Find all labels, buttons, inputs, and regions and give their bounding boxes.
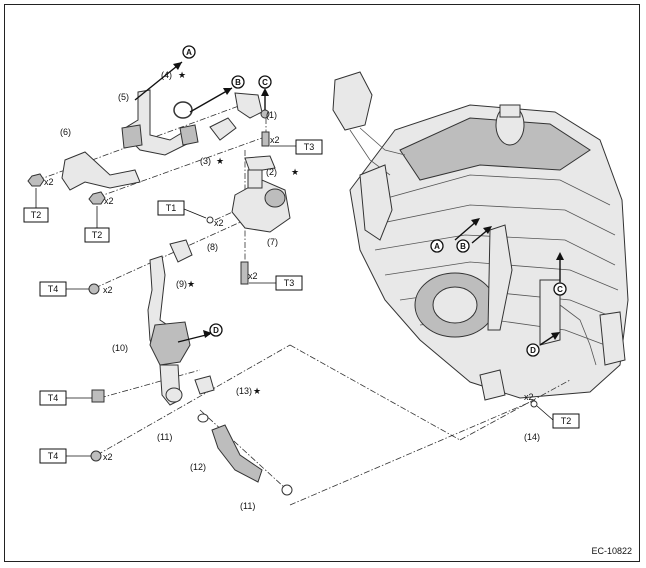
nut-t2-left bbox=[27, 173, 45, 187]
callout-C-engine: C bbox=[553, 282, 567, 296]
torque-T4-lower: T4 bbox=[39, 448, 91, 464]
torque-T3-upper: T3 bbox=[270, 139, 323, 155]
washer-8 bbox=[206, 216, 214, 224]
nut-t4-lower bbox=[90, 450, 102, 462]
star-3: ★ bbox=[216, 156, 224, 166]
svg-text:B: B bbox=[235, 78, 241, 87]
svg-text:x2: x2 bbox=[104, 196, 114, 206]
bolt-t3-upper bbox=[261, 131, 270, 147]
svg-text:x2: x2 bbox=[248, 271, 258, 281]
torque-T2-right: T2 bbox=[536, 405, 580, 429]
callout-B: B bbox=[231, 75, 245, 89]
star-9: ★ bbox=[187, 279, 195, 289]
label-11b: (11) bbox=[240, 501, 255, 511]
engine-assembly bbox=[332, 71, 629, 401]
callout-B-engine: B bbox=[456, 239, 470, 253]
star-4: ★ bbox=[178, 70, 186, 80]
clamp-11b bbox=[281, 484, 293, 496]
hose-12 bbox=[211, 424, 263, 483]
callout-arrows bbox=[134, 61, 564, 346]
svg-text:C: C bbox=[262, 78, 268, 87]
callout-D: D bbox=[209, 323, 223, 337]
label-4: (4) bbox=[161, 70, 172, 80]
nut-t2-mid bbox=[88, 191, 106, 205]
label-10: (10) bbox=[112, 343, 128, 353]
svg-text:x2: x2 bbox=[524, 392, 534, 402]
label-2: (2) bbox=[266, 167, 277, 177]
fasteners bbox=[27, 131, 270, 462]
label-6: (6) bbox=[60, 127, 71, 137]
svg-text:x2: x2 bbox=[214, 218, 224, 228]
star-2: ★ bbox=[291, 167, 299, 177]
egr-pipe-6 bbox=[61, 151, 141, 191]
svg-text:T2: T2 bbox=[92, 230, 103, 240]
svg-text:T4: T4 bbox=[48, 284, 59, 294]
label-12: (12) bbox=[190, 462, 206, 472]
label-9: (9) bbox=[176, 279, 187, 289]
svg-text:T1: T1 bbox=[166, 203, 177, 213]
gasket-13 bbox=[194, 375, 215, 395]
callout-A-engine: A bbox=[430, 239, 444, 253]
nut-t4-upper bbox=[88, 283, 100, 295]
label-1: (1) bbox=[266, 110, 277, 120]
star-13: ★ bbox=[253, 386, 261, 396]
callout-C: C bbox=[258, 75, 272, 89]
label-14: (14) bbox=[524, 432, 540, 442]
svg-text:A: A bbox=[434, 242, 440, 251]
svg-text:x2: x2 bbox=[103, 452, 113, 462]
egr-fitting-1 bbox=[234, 92, 263, 119]
svg-text:T3: T3 bbox=[284, 278, 295, 288]
label-13: (13) bbox=[236, 386, 252, 396]
egr-valve-top bbox=[247, 169, 263, 189]
torque-T2-mid: T2 bbox=[84, 206, 110, 243]
torque-T1: T1 bbox=[157, 200, 207, 219]
svg-text:T4: T4 bbox=[48, 451, 59, 461]
quantity-labels: x2 x2 x2 x2 x2 x2 x2 x2 bbox=[44, 135, 534, 462]
svg-text:B: B bbox=[460, 242, 466, 251]
label-7: (7) bbox=[267, 237, 278, 247]
svg-text:T2: T2 bbox=[561, 416, 572, 426]
bolt-t3-lower bbox=[240, 261, 249, 285]
torque-T3-lower: T3 bbox=[249, 275, 303, 291]
label-3: (3) bbox=[200, 156, 211, 166]
gasket-2 bbox=[244, 155, 276, 173]
svg-text:A: A bbox=[186, 48, 192, 57]
torque-T4-mid: T4 bbox=[39, 390, 92, 406]
callout-D-engine: D bbox=[526, 343, 540, 357]
label-11a: (11) bbox=[157, 432, 172, 442]
part-labels: (1) (2) ★ (3) ★ (4) ★ (5) (6) (7) (8) (9… bbox=[60, 70, 540, 511]
svg-text:T4: T4 bbox=[48, 393, 59, 403]
figure-code: EC-10822 bbox=[591, 546, 632, 556]
clamp-11a bbox=[197, 413, 209, 423]
gasket-3 bbox=[209, 117, 237, 141]
bolt-t4-mid bbox=[91, 389, 105, 403]
svg-text:x2: x2 bbox=[44, 177, 54, 187]
svg-text:T3: T3 bbox=[304, 142, 315, 152]
label-8: (8) bbox=[207, 242, 218, 252]
svg-text:D: D bbox=[213, 326, 219, 335]
svg-text:x2: x2 bbox=[270, 135, 280, 145]
gasket-9 bbox=[169, 239, 193, 263]
torque-T2-left: T2 bbox=[23, 188, 49, 223]
gasket-ring-4 bbox=[173, 101, 193, 119]
torque-T4-upper: T4 bbox=[39, 281, 89, 297]
label-5: (5) bbox=[118, 92, 129, 102]
washer-14 bbox=[530, 400, 538, 408]
callout-A: A bbox=[182, 45, 196, 59]
svg-text:D: D bbox=[530, 346, 536, 355]
svg-text:x2: x2 bbox=[103, 285, 113, 295]
svg-text:C: C bbox=[557, 285, 563, 294]
parts-group bbox=[61, 89, 538, 496]
svg-text:T2: T2 bbox=[31, 210, 42, 220]
